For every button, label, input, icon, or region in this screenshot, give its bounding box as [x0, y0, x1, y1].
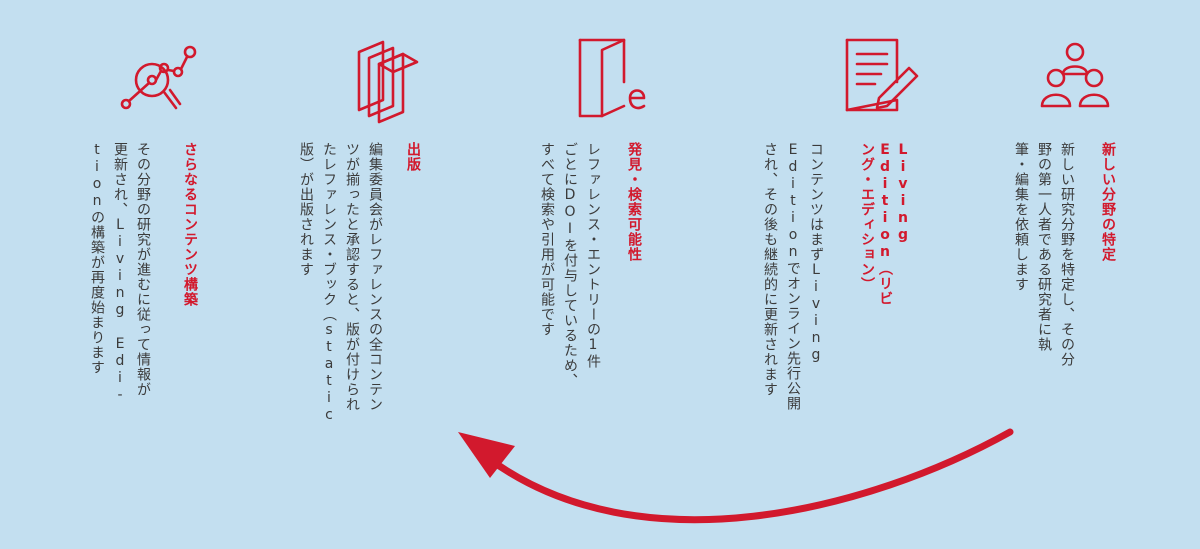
step-description: コンテンツはまずLiving Editionでオンライン先行公開 され、その後も… [762, 142, 824, 411]
research-search-icon [118, 38, 208, 118]
step-title: さらなるコンテンツ構築 [182, 142, 198, 307]
step-description: 新しい研究分野を特定し、その分 野の第一人者である研究者に執 筆・編集を依頼しま… [1013, 142, 1075, 367]
step-description: 編集委員会がレファレンスの全コンテン ツが揃ったと承認すると、版が付けられ たレ… [298, 142, 383, 424]
e-document-icon [572, 38, 662, 118]
step-description: その分野の研究が進むに従って情報が 更新され、Living Edi- tionの… [89, 142, 151, 404]
step-title: 出版 [405, 142, 421, 172]
people-icon [1030, 38, 1120, 118]
step-title: Living Edition（リビ ング・エディション） [859, 142, 911, 306]
document-edit-icon [835, 38, 925, 118]
books-icon [355, 38, 445, 124]
step-description: レファレンス・エントリーの1件 ごとにDOIを付与しているため、 すべて検索や引… [539, 142, 601, 388]
step-title: 新しい分野の特定 [1100, 142, 1116, 262]
step-title: 発見・検索可能性 [626, 142, 642, 262]
